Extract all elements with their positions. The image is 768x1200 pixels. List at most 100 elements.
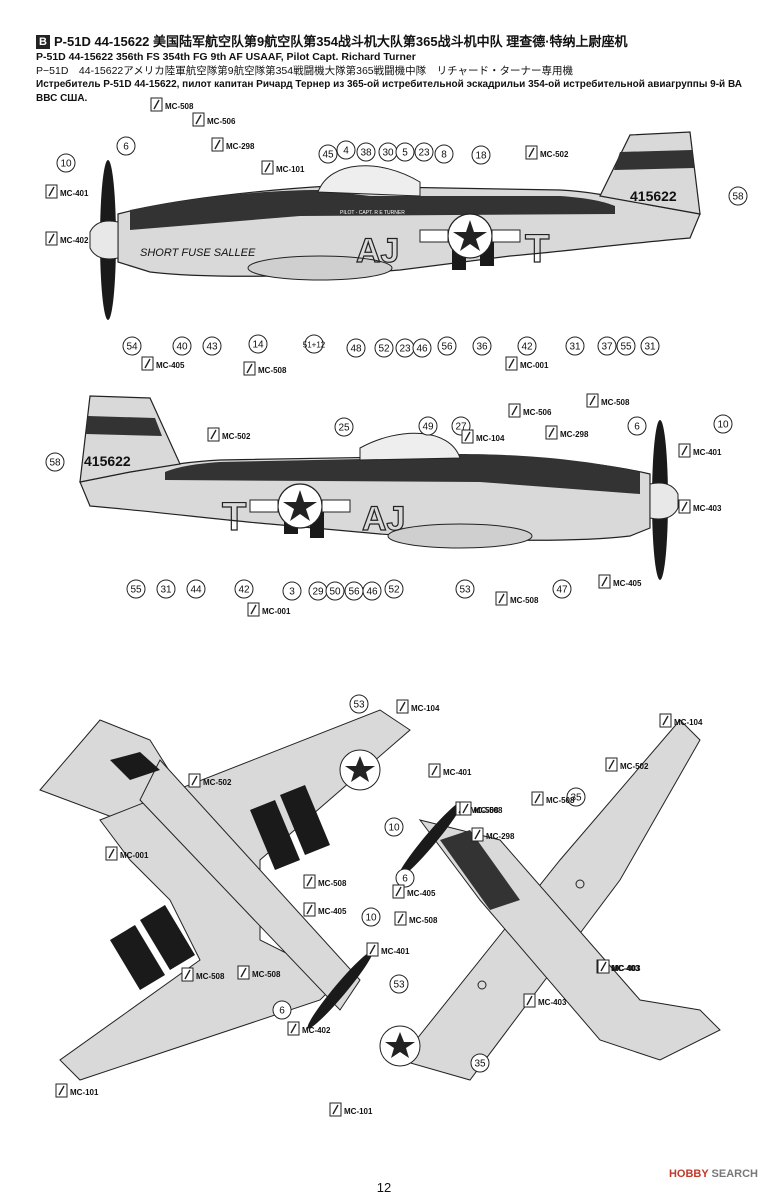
paint-bottle-icon-mark (332, 1104, 339, 1115)
paint-code-label: MC-403 (611, 964, 640, 973)
paint-code-label: MC-101 (276, 165, 305, 174)
paint-code-tag: MC-104 (461, 429, 505, 444)
paint-bottle-icon-mark (144, 358, 151, 369)
paint-code-tag: MC-104 (659, 713, 703, 728)
callout-circle (334, 417, 354, 437)
part-callout: 37 (597, 336, 617, 356)
paint-code-label: MC-101 (70, 1088, 99, 1097)
paint-code-tag: MC-403 (523, 993, 567, 1008)
callout-number: 29 (312, 587, 324, 598)
paint-code-label: MC-508 (258, 366, 287, 375)
paint-code-label: MC-104 (411, 704, 440, 713)
callout-circle (414, 142, 434, 162)
nose-art-text: SHORT FUSE SALLEE (140, 247, 256, 259)
paint-code-tag: MC-101 (55, 1083, 99, 1098)
part-callout: 10 (713, 414, 733, 434)
callout-number: 18 (475, 151, 487, 162)
paint-code-tag: MC-405 (303, 902, 347, 917)
paint-code-tag: MC-508 (237, 965, 281, 980)
paint-code-label: MC-001 (520, 361, 549, 370)
paint-code-label: MC-502 (620, 762, 649, 771)
paint-bottle-icon-mark (306, 904, 313, 915)
part-callout: 40 (172, 336, 192, 356)
part-callout: 42 (517, 336, 537, 356)
paint-code-label: MC-508 (601, 398, 630, 407)
pilot-name-text: PILOT - CAPT. R E TURNER (340, 210, 405, 216)
callout-circle (395, 142, 415, 162)
right-code-t: T (222, 495, 246, 539)
callout-number: 10 (388, 823, 400, 834)
callout-number: 31 (160, 585, 172, 596)
right-serial: 415622 (84, 453, 131, 469)
part-callout: 56 (344, 581, 364, 601)
callout-number: 27 (455, 422, 467, 433)
callout-circle (412, 338, 432, 358)
paint-bottle-icon-mark (608, 759, 615, 770)
part-callout: 43 (202, 336, 222, 356)
callout-circle (552, 579, 572, 599)
callout-circle (389, 974, 409, 994)
callout-circle (186, 579, 206, 599)
callout-circle (418, 416, 438, 436)
paint-code-label: MC-401 (60, 189, 89, 198)
callout-circle (374, 338, 394, 358)
paint-code-label: MC-104 (476, 434, 505, 443)
paint-code-label: MC-403 (538, 998, 567, 1007)
part-callout: 6 (116, 136, 136, 156)
paint-bottle-icon-mark (153, 99, 160, 110)
paint-code-tag: MC-403 (597, 959, 641, 974)
right-code-letters: AJ (362, 500, 405, 538)
callout-number: 4 (343, 146, 349, 157)
paint-code-label: MC-402 (60, 236, 89, 245)
part-callout: 49 (418, 416, 438, 436)
callout-circle (384, 817, 404, 837)
paint-bottle-icon-mark (681, 445, 688, 456)
callout-circle (272, 1000, 292, 1020)
callout-number: 8 (441, 150, 447, 161)
callout-circle (362, 581, 382, 601)
callout-circle (172, 336, 192, 356)
part-callout: 10 (56, 153, 76, 173)
paint-code-label: MC-508 (474, 806, 503, 815)
callout-number: 48 (350, 344, 362, 355)
callout-number: 6 (402, 874, 408, 885)
callout-number: 56 (348, 587, 360, 598)
callout-circle (202, 336, 222, 356)
callout-circle (565, 336, 585, 356)
part-callout: 5 (395, 142, 415, 162)
callout-number: 46 (366, 587, 378, 598)
left-code-letters: AJ (356, 232, 399, 270)
callout-circle (282, 581, 302, 601)
callout-number: 6 (123, 142, 129, 153)
paint-bottle-icon-mark (246, 363, 253, 374)
paint-code-tag: MC-508 (303, 874, 347, 889)
paint-code-tag: MC-101 (261, 160, 305, 175)
paint-bottle-icon-mark (191, 775, 198, 786)
callout-number: 58 (732, 192, 744, 203)
callout-number: 31 (644, 342, 656, 353)
callout-circle (248, 334, 268, 354)
part-callout: 53 (389, 974, 409, 994)
paint-code-tag: MC-506 (192, 112, 236, 127)
callout-circle (472, 336, 492, 356)
part-callout: 42 (234, 579, 254, 599)
part-callout: 46 (362, 581, 382, 601)
paint-code-label: MC-508 (546, 796, 575, 805)
paint-bottle-icon-mark (195, 114, 202, 125)
left-profile-view: AJ T 415622 SHORT FUSE SALLEE PILOT - CA… (89, 131, 701, 320)
paint-code-tag: MC-508 (586, 393, 630, 408)
callout-circle (471, 145, 491, 165)
callout-number: 52 (378, 344, 390, 355)
paint-bottle-icon-mark (511, 405, 518, 416)
paint-bottle-icon-mark (397, 913, 404, 924)
paint-code-tag: MC-508 (394, 911, 438, 926)
callout-number: 40 (176, 342, 188, 353)
callout-circle (640, 336, 660, 356)
callout-circle (336, 140, 356, 160)
callout-circle (361, 907, 381, 927)
callout-number: 55 (130, 585, 142, 596)
